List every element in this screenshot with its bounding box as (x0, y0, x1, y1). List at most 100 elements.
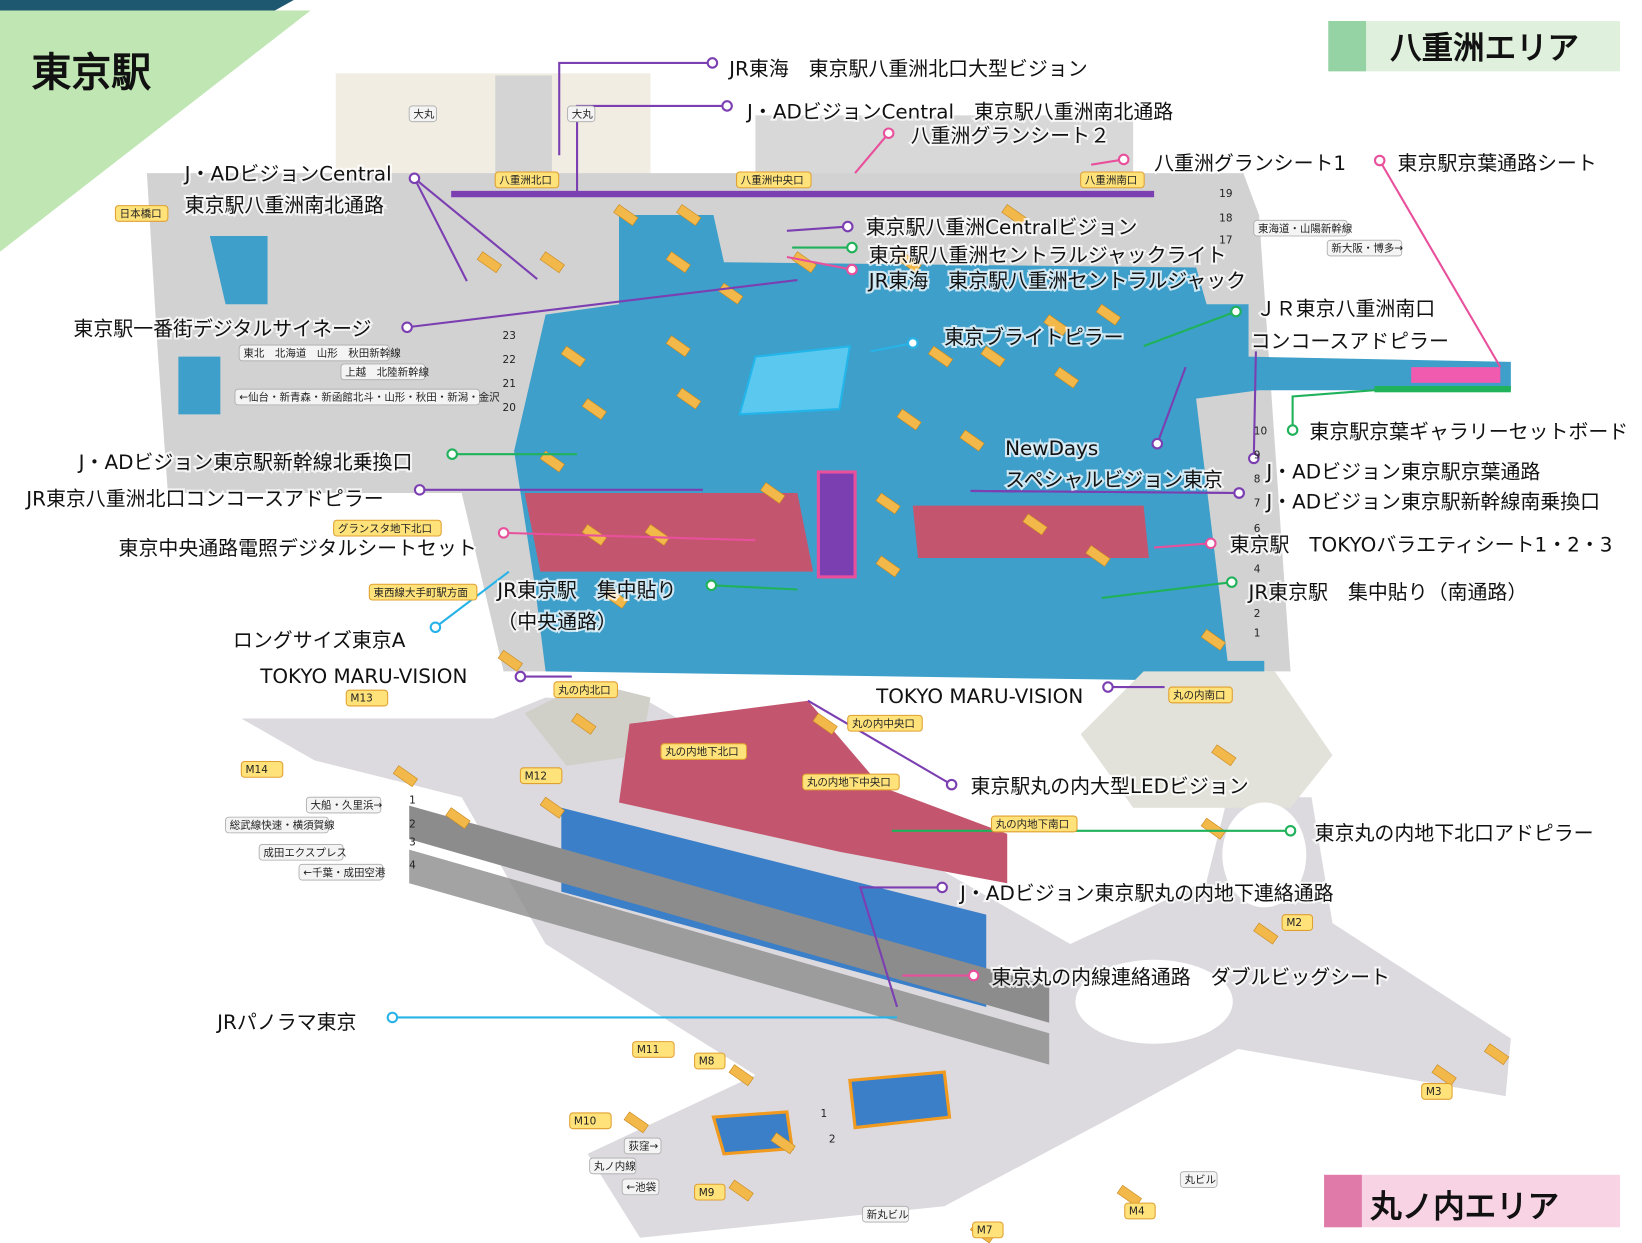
ad-callout[interactable]: 八重洲グランシート1 (1152, 150, 1348, 177)
ad-callout[interactable]: コンコースアドピラー (1249, 328, 1451, 355)
underground-north (524, 493, 814, 572)
m-exit-label-text: M7 (977, 1225, 993, 1237)
exit-label-text: 丸の内地下南口 (996, 818, 1069, 831)
sign-marunouchi-dest1-text: 荻窪→ (628, 1140, 658, 1153)
exit-label: 丸の内地下北口 (660, 743, 748, 760)
stairs-icon (1001, 204, 1027, 226)
m-exit-label: M9 (694, 1183, 726, 1201)
building-label-text: 大丸 (572, 107, 593, 120)
ad-callout-line: J・ADビジョン東京駅京葉通路 (1264, 460, 1540, 483)
stairs-icon (959, 429, 985, 452)
building-label-text: 丸ビル (1185, 1173, 1216, 1186)
ad-callout[interactable]: JR東京駅 集中貼り（南通路） (1244, 579, 1529, 606)
ad-callout-line: 東京駅京葉ギャラリーセットボード (1309, 420, 1628, 443)
ad-callout[interactable]: ロングサイズ東京A (231, 627, 408, 654)
ad-callout[interactable]: 東京丸の内地下北口アドピラー (1313, 820, 1596, 847)
ad-callout[interactable]: JRパノラマ東京 (213, 1009, 358, 1036)
marunouchi-line-platform-2 (848, 1070, 952, 1130)
ad-callout[interactable]: 東京ブライトピラー (942, 323, 1126, 351)
anchor-marker-icon (514, 670, 527, 683)
leader-line (970, 489, 1240, 495)
marunouchi-area-badge: 丸ノ内エリア (1324, 1174, 1620, 1228)
ad-callout[interactable]: 東京駅八重洲セントラルジャックライト (867, 242, 1229, 269)
ad-callout[interactable]: TOKYO MARU-VISION (257, 663, 469, 690)
leader-line (1378, 159, 1502, 368)
ad-callout[interactable]: 東京駅一番街デジタルサイネージ (71, 316, 373, 343)
m-exit-label-text: M14 (246, 764, 269, 776)
exit-label: 八重洲北口 (494, 171, 560, 189)
exit-label: グランスタ地下北口 (333, 519, 442, 537)
anchor-marker-icon (846, 241, 858, 254)
ad-callout[interactable]: 東京駅京葉通路シート (1395, 150, 1598, 177)
ad-callout-line: J・ADビジョン東京駅丸の内地下連絡通路 (958, 882, 1334, 905)
page-title: 東京駅 (31, 50, 151, 96)
ad-callout-line: JRパノラマ東京 (215, 1011, 356, 1034)
ad-callout[interactable]: 東京中央通路電照デジタルシートセット (116, 535, 478, 562)
anchor-marker-icon (1205, 537, 1217, 550)
ad-callout[interactable]: JR東海 東京駅八重洲北口大型ビジョン (725, 55, 1090, 82)
ad-callout[interactable]: 東京駅丸の内大型LEDビジョン (968, 773, 1250, 800)
stairs-icon (1085, 545, 1111, 567)
ad-callout[interactable]: 八重洲グランシート２ (909, 123, 1112, 150)
stairs-icon (613, 204, 639, 226)
anchor-marker-icon (1102, 681, 1114, 693)
ad-callout[interactable]: JR東京八重洲北口コンコースアドピラー (22, 485, 386, 512)
ad-callout[interactable]: 東京駅京葉ギャラリーセットボード (1307, 418, 1630, 445)
ad-callout-line: 東京丸の内地下北口アドピラー (1315, 822, 1594, 845)
keiyo-green-board (1374, 386, 1511, 393)
sign-nex-text: 成田エクスプレス (263, 847, 347, 859)
anchor-marker-icon (1284, 824, 1297, 837)
ad-callout-line: J・ADビジョン東京駅新幹線北乗換口 (77, 450, 413, 474)
exit-label: 丸の内北口 (553, 681, 618, 699)
sign-marunouchi-dest2: ←池袋 (621, 1178, 660, 1196)
exit-label: 丸の内地下中央口 (802, 773, 900, 791)
map-labels: 八重洲北口八重洲中央口八重洲南口日本橋口グランスタ地下北口東西線大手町駅方面丸の… (114, 105, 1453, 1239)
ad-callout-line: 東京駅八重洲セントラルジャックライト (869, 244, 1227, 267)
ad-callout-line: 東京丸の内線連絡通路 ダブルビッグシート (991, 965, 1389, 989)
ad-callout[interactable]: 東京丸の内線連絡通路 ダブルビッグシート (989, 963, 1392, 991)
ad-callout[interactable]: JR東海 東京駅八重洲セントラルジャック (865, 267, 1249, 294)
stairs-icon (812, 712, 838, 735)
m-exit-label-text: M13 (350, 693, 372, 705)
platform-number: 1 (1254, 628, 1261, 640)
exit-label: 東西線大手町駅方面 (368, 583, 478, 601)
stairs-icon (927, 345, 954, 368)
ad-callout[interactable]: 東京駅 TOKYOバラエティシート1・2・3 (1228, 532, 1615, 559)
ad-callout[interactable]: JR東京駅 集中貼り（中央通路） (493, 577, 678, 636)
m-exit-label: M13 (345, 689, 389, 707)
exit-label-text: 丸の内南口 (1173, 689, 1225, 702)
stairs-icon (602, 586, 628, 609)
stairs-icon (1211, 744, 1237, 767)
leader-line (1291, 389, 1375, 431)
sign-marunouchi-dest2-text: ←池袋 (626, 1181, 656, 1194)
exit-label: 丸の内中央口 (847, 714, 923, 732)
stairs-icon (1022, 513, 1048, 536)
ad-callout[interactable]: TOKYO MARU-VISION (873, 683, 1085, 710)
ad-callout[interactable]: J・ADビジョンCentral 東京駅八重洲南北通路 (743, 98, 1175, 125)
sign-sobu-dest: 大船・久里浜→ (305, 796, 382, 814)
ad-callout[interactable]: J・ADビジョン東京駅京葉通路 (1262, 458, 1542, 485)
m-exit-label-text: M9 (699, 1187, 715, 1199)
platform-number: 4 (409, 860, 416, 872)
stairs-icon (623, 1111, 649, 1134)
yaesu-building (495, 75, 552, 179)
anchor-marker-icon (386, 1011, 399, 1024)
platform-number: 2 (829, 1133, 836, 1145)
stairs-icon (676, 204, 702, 226)
track-2 (409, 849, 1050, 1065)
m-exit-label: M12 (519, 767, 563, 785)
anchor-marker-icon (705, 579, 718, 592)
marunouchi-south-gate (1080, 671, 1333, 808)
ad-callout[interactable]: J・ADビジョン東京駅新幹線北乗換口 (75, 448, 415, 476)
ad-callout[interactable]: J・ADビジョン東京駅新幹線南乗換口 (1262, 488, 1602, 516)
platform-number: 4 (1254, 564, 1261, 576)
ad-callout[interactable]: ＪＲ東京八重洲南口 (1254, 296, 1438, 323)
ad-callout[interactable]: 東京駅八重洲Centralビジョン (863, 214, 1139, 241)
platform-number: 20 (503, 402, 516, 414)
ad-callout[interactable]: J・ADビジョン東京駅丸の内地下連絡通路 (956, 880, 1336, 907)
map-base (146, 73, 1511, 1238)
stairs-icon (875, 492, 901, 515)
leader-line (1101, 581, 1232, 599)
